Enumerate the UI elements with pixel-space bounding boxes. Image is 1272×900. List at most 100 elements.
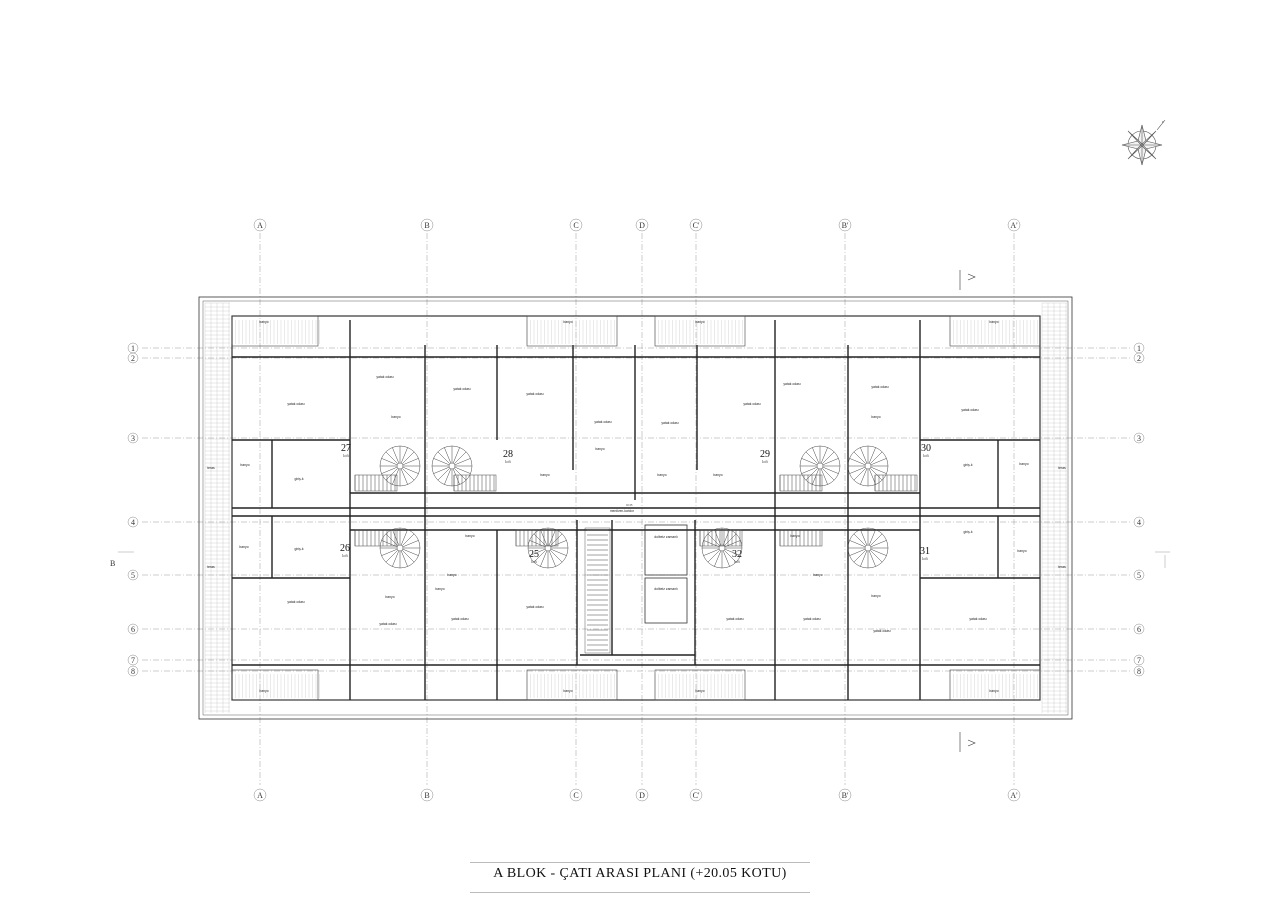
svg-text:K: K [1162, 120, 1164, 124]
balconies [231, 315, 1041, 701]
room-label-living: yatak odası [287, 402, 304, 406]
grid-bubble-col: C [569, 218, 583, 232]
apartment-subtitle: loft [734, 559, 740, 564]
room-label-living: yatak odası [961, 408, 978, 412]
grid-label-col: A [257, 221, 263, 230]
room-label-bath: banyo [447, 573, 456, 577]
apartment-number: 25 [529, 549, 539, 560]
stair-flight [354, 529, 398, 547]
section-line-b [118, 551, 1170, 568]
grid-bubble-col: C' [689, 788, 703, 802]
room-label-living: yatak odası [451, 617, 468, 621]
apartment-number: 26 [340, 543, 350, 554]
room-label-bath: banyo [259, 320, 268, 324]
room-label-living: yatak odası [376, 375, 393, 379]
grid-bubble-row: 4 [127, 516, 139, 528]
north-arrow-icon: K [1121, 119, 1166, 166]
room-label-bath: banyo [871, 594, 880, 598]
apartment-subtitle: loft [762, 459, 768, 464]
room-label-living: yatak odası [379, 622, 396, 626]
apartment-subtitle: loft [922, 556, 928, 561]
section-label-b: B [110, 559, 115, 568]
grid-bubble-row: 3 [127, 432, 139, 444]
apartment-number: 28 [503, 449, 513, 460]
grid-bubble-col: A [253, 218, 267, 232]
stair-hall-label: merdiven-koridor [610, 509, 635, 513]
room-label-bath: banyo [989, 689, 998, 693]
grid-bubble-col: D [635, 788, 649, 802]
room-label-bath: banyo [695, 689, 704, 693]
grid-label-row: 5 [1137, 571, 1141, 580]
room-label-hall: giriş-k [963, 530, 972, 534]
room-label-bath: banyo [1019, 462, 1028, 466]
room-label-bath: banyo [239, 545, 248, 549]
grid-label-row: 4 [1137, 518, 1141, 527]
grid-bubble-row: 7 [1133, 654, 1145, 666]
room-label-living: yatak odası [594, 420, 611, 424]
apartment-number: 30 [921, 443, 931, 454]
room-label-bath: banyo [695, 320, 704, 324]
room-label-living: yatak odası [803, 617, 820, 621]
room-label-terrace: teras [1058, 565, 1066, 569]
room-label-living: yatak odası [873, 629, 890, 633]
grid-label-row: 8 [1137, 667, 1141, 676]
tank-label-2: dolbeiz zamanlı [654, 587, 678, 591]
grid-bubble-row: 2 [1133, 352, 1145, 364]
stair-flight [779, 529, 823, 547]
title-rule-bottom [470, 892, 810, 893]
grid-bubble-col: D [635, 218, 649, 232]
grid-bubble-col: C' [689, 218, 703, 232]
room-label-living: yatak odası [287, 600, 304, 604]
room-label-bath: banyo [871, 415, 880, 419]
drawing-title: A BLOK - ÇATI ARASI PLANI (+20.05 KOTU) [493, 866, 787, 881]
room-label-living: yatak odası [726, 617, 743, 621]
spiral-stair [847, 527, 889, 569]
stair-flight [874, 474, 918, 492]
grid-label-col: A [257, 791, 263, 800]
room-label-hall: giriş-k [294, 477, 303, 481]
room-label-hall: giriş-k [963, 463, 972, 467]
grid-bubble-col: B' [838, 788, 852, 802]
apartment-number: 31 [920, 546, 930, 557]
grid-label-row: 7 [1137, 656, 1141, 665]
room-labels: yatak odası yatak odası yatak odası yatak o… [207, 320, 1066, 693]
room-label-bath: banyo [563, 689, 572, 693]
grid-bubble-row: 8 [1133, 665, 1145, 677]
grid-label-row: 1 [1137, 344, 1141, 353]
spiral-stair [431, 445, 473, 487]
central-core [584, 524, 688, 654]
grid-label-col: A' [1010, 221, 1018, 230]
room-label-terrace: teras [207, 466, 215, 470]
terrace-hatching [204, 302, 1067, 713]
grid-label-col: C' [693, 791, 700, 800]
interior-walls [232, 320, 1040, 700]
room-label-bath: banyo [465, 534, 474, 538]
title-rule-top [470, 862, 810, 863]
apartment-subtitle: loft [923, 453, 929, 458]
room-label-bath: banyo [240, 463, 249, 467]
grid-bubble-row: 2 [127, 352, 139, 364]
grid-label-row: 5 [131, 571, 135, 580]
grid-label-row: 6 [131, 625, 135, 634]
room-label-terrace: teras [1058, 466, 1066, 470]
spiral-stair [799, 445, 841, 487]
room-label-living: yatak odası [526, 605, 543, 609]
room-label-living: yatak odası [743, 402, 760, 406]
grid-label-row: 4 [131, 518, 135, 527]
room-label-bath: banyo [563, 320, 572, 324]
grid-label-row: 2 [131, 354, 135, 363]
apartment-subtitle: loft [343, 453, 349, 458]
room-label-bath: banyo [813, 573, 822, 577]
grid-label-col: B' [842, 221, 849, 230]
grid-label-row: 2 [1137, 354, 1141, 363]
grid-label-col: D [639, 791, 645, 800]
room-label-living: yatak odası [969, 617, 986, 621]
room-label-hall: giriş-k [294, 547, 303, 551]
grid-bubble-col: A' [1007, 218, 1021, 232]
grid-label-col: B [424, 221, 429, 230]
apartment-subtitle: loft [505, 459, 511, 464]
grid-label-col: C [573, 791, 578, 800]
spiral-stair [701, 527, 743, 569]
grid-label-col: C' [693, 221, 700, 230]
